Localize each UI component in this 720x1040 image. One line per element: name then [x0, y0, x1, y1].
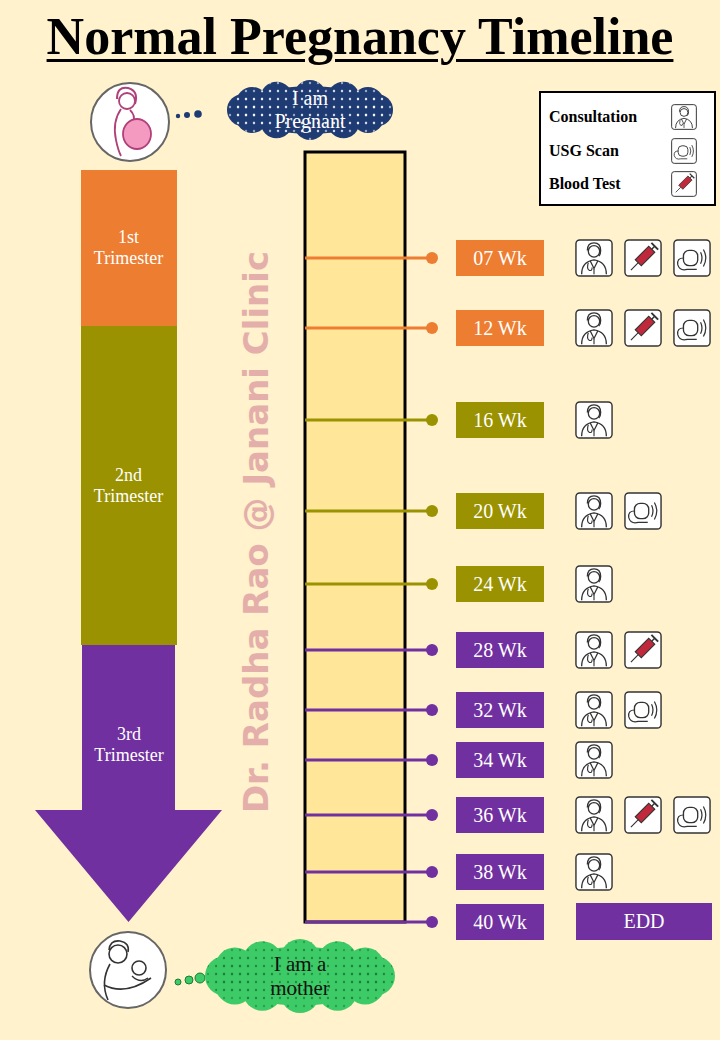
edd-box: EDD [576, 903, 712, 940]
usg-icon [672, 139, 697, 164]
week-ticks [305, 252, 438, 928]
pregnant-woman-illustration [91, 83, 202, 161]
node-text: 16 Wk [473, 409, 527, 432]
trimester-band: 2nd Trimester [81, 326, 177, 645]
week-box: 07 Wk [456, 240, 544, 276]
mother-baby-illustration [90, 932, 205, 1008]
node-text: 3rd Trimester [87, 724, 171, 765]
week-box: 12 Wk [456, 310, 544, 346]
legend-box [540, 92, 715, 205]
speech-cloud: I am a mother [204, 938, 396, 1014]
legend-label: Blood Test [549, 174, 621, 194]
node-text: 32 Wk [473, 699, 527, 722]
week-box: 38 Wk [456, 854, 544, 890]
node-text: 20 Wk [473, 500, 527, 523]
trimester-band: 1st Trimester [81, 170, 177, 326]
week-box: 40 Wk [456, 904, 544, 940]
legend-label: Consultation [549, 107, 637, 127]
arrow-outline [35, 645, 223, 922]
week-box: 28 Wk [456, 632, 544, 668]
node-text: 40 Wk [473, 911, 527, 934]
week-box: 24 Wk [456, 566, 544, 602]
node-text: EDD [623, 910, 664, 933]
node-text: 1st Trimester [87, 227, 171, 268]
node-text: 38 Wk [473, 861, 527, 884]
node-text: I am Pregnant [260, 87, 360, 133]
node-text: 24 Wk [473, 573, 527, 596]
visit-icons [576, 240, 710, 890]
week-box: 36 Wk [456, 797, 544, 833]
node-text: 07 Wk [473, 247, 527, 270]
node-text: 28 Wk [473, 639, 527, 662]
watermark: Dr. Radha Rao @ Janani Clinic [236, 172, 276, 892]
speech-cloud: I am Pregnant [226, 79, 394, 141]
consultation-icon [672, 105, 697, 130]
week-box: 16 Wk [456, 402, 544, 438]
trimester-arrow: 3rd Trimester [35, 645, 223, 922]
blood-test-icon [672, 172, 697, 197]
week-box: 20 Wk [456, 493, 544, 529]
week-box: 34 Wk [456, 742, 544, 778]
node-text: 12 Wk [473, 317, 527, 340]
node-text: 34 Wk [473, 749, 527, 772]
week-box: 32 Wk [456, 692, 544, 728]
node-text: 2nd Trimester [87, 465, 171, 506]
node-text: 36 Wk [473, 804, 527, 827]
diagram-title: Normal Pregnancy Timeline [0, 6, 720, 68]
node-text: I am a mother [250, 952, 350, 1000]
timeline-bar [305, 152, 405, 922]
legend-label: USG Scan [549, 141, 619, 161]
